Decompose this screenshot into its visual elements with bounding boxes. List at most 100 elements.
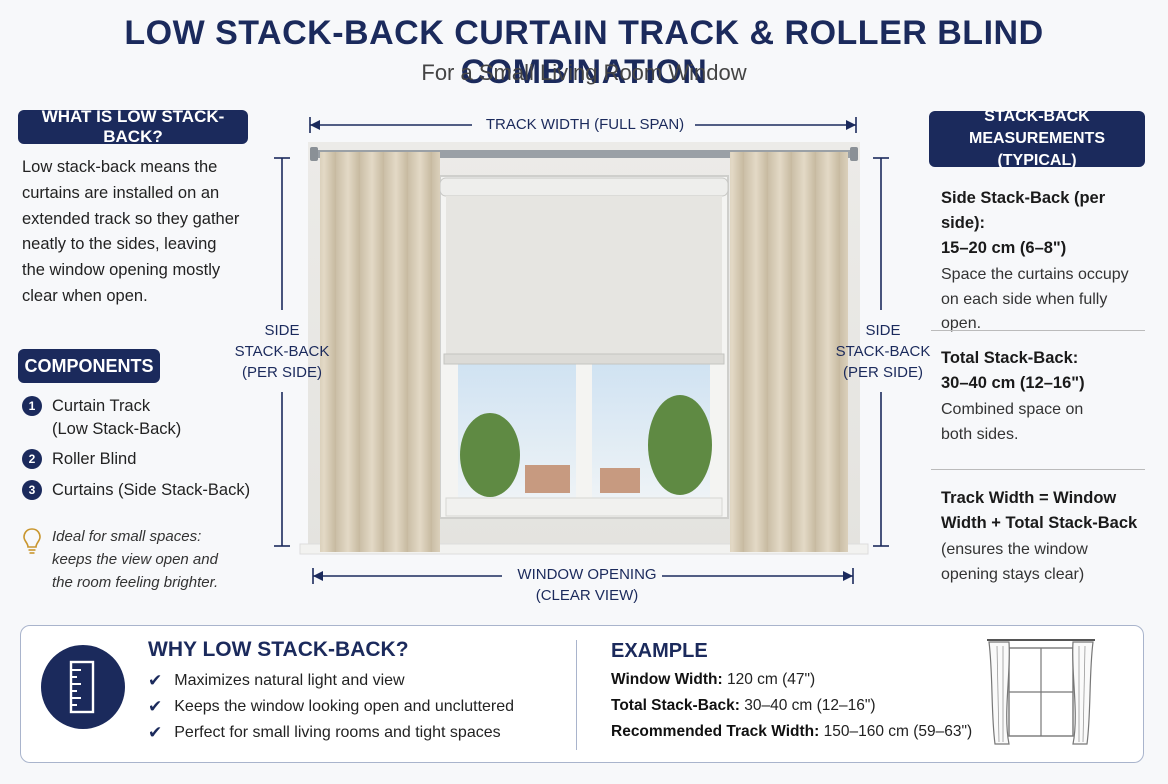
window-mullion [576, 360, 592, 498]
example-row: Total Stack-Back: 30–40 cm (12–16") [611, 697, 876, 715]
curtain-window-icon [987, 639, 1095, 745]
component-item: 2 Roller Blind [22, 448, 136, 471]
measure-heading: Track Width = Window [941, 489, 1117, 507]
desc-line: both sides. [941, 425, 1019, 443]
tree [648, 395, 712, 495]
tip-line: the room feeling brighter. [52, 574, 219, 591]
total-stackback-measure: Total Stack-Back: 30–40 cm (12–16") Comb… [941, 346, 1151, 447]
what-line: the window opening mostly [22, 261, 221, 280]
tip-text: Ideal for small spaces: keeps the view o… [52, 525, 252, 594]
example-value: 30–40 cm (12–16") [744, 697, 876, 714]
curtain-left [320, 152, 440, 552]
measure-desc: Combined space on both sides. [941, 398, 1151, 447]
why-item: ✔ Perfect for small living rooms and tig… [148, 723, 501, 743]
why-item-text: Keeps the window looking open and unclut… [174, 698, 515, 715]
check-icon: ✔ [148, 723, 163, 742]
ruler-icon [41, 645, 125, 729]
side-stackback-label-right: SIDE STACK-BACK (PER SIDE) [827, 320, 939, 383]
example-label: Recommended Track Width: [611, 723, 820, 740]
example-value: 150–160 cm (59–63") [823, 723, 973, 740]
tip-box: Ideal for small spaces: keeps the view o… [22, 525, 252, 594]
desc-line: open. [941, 315, 982, 332]
window-bottom-rail [445, 497, 723, 517]
house [600, 468, 640, 493]
example-row: Recommended Track Width: 150–160 cm (59–… [611, 723, 972, 741]
example-row: Window Width: 120 cm (47") [611, 671, 815, 689]
track-width-formula: Track Width = Window Width + Total Stack… [941, 486, 1151, 587]
desc-line: (ensures the window [941, 541, 1088, 558]
desc-line: on each side when fully [941, 290, 1108, 308]
heading-line: MEASUREMENTS (TYPICAL) [968, 130, 1105, 169]
lightbulb-icon [22, 527, 42, 594]
component-number: 1 [22, 396, 42, 416]
label-line: (CLEAR VIEW) [535, 587, 639, 604]
component-label: Roller Blind [52, 450, 137, 468]
page-title: LOW STACK-BACK CURTAIN TRACK & ROLLER BL… [124, 14, 1044, 91]
component-number: 3 [22, 480, 42, 500]
side-stackback-label-left: SIDE STACK-BACK (PER SIDE) [226, 320, 338, 383]
side-stackback-measure: Side Stack-Back (per side): 15–20 cm (6–… [941, 186, 1151, 337]
component-label: Curtain Track [52, 397, 151, 415]
why-item: ✔ Maximizes natural light and view [148, 671, 405, 691]
component-item: 3 Curtains (Side Stack-Back) [22, 479, 250, 502]
check-icon: ✔ [148, 671, 163, 690]
label-line: (PER SIDE) [241, 364, 322, 381]
blind-bottom-bar [443, 353, 725, 365]
measure-heading: Width + Total Stack-Back [941, 514, 1138, 532]
what-line: neatly to the sides, leaving [22, 235, 217, 254]
what-line: clear when open. [22, 286, 148, 305]
tip-line: keeps the view open and [52, 551, 218, 568]
stackback-measurements-heading: STACK-BACK MEASUREMENTS (TYPICAL) [929, 108, 1145, 169]
example-label: Total Stack-Back: [611, 697, 740, 714]
desc-line: Combined space on [941, 401, 1084, 418]
why-item-text: Perfect for small living rooms and tight… [174, 724, 501, 741]
desc-line: opening stays clear) [941, 565, 1085, 583]
label-line: WINDOW OPENING [517, 566, 657, 583]
track-width-label: TRACK WIDTH (FULL SPAN) [485, 116, 685, 133]
window-opening-label: WINDOW OPENING (CLEAR VIEW) [492, 564, 682, 606]
page-subtitle: For a Small Living Room Window [421, 60, 747, 85]
measure-desc: (ensures the window opening stays clear) [941, 538, 1151, 587]
curtain-track [314, 150, 854, 158]
track-end [850, 147, 858, 161]
divider [931, 469, 1145, 470]
tree [460, 413, 520, 497]
label-line: STACK-BACK [234, 343, 330, 360]
label-line: STACK-BACK [835, 343, 931, 360]
measure-desc: Space the curtains occupy on each side w… [941, 263, 1151, 337]
measure-heading: Total Stack-Back: [941, 349, 1079, 367]
bottom-panel [20, 625, 1144, 763]
check-icon: ✔ [148, 697, 163, 716]
why-item: ✔ Keeps the window looking open and uncl… [148, 697, 514, 717]
label-line: SIDE [264, 322, 300, 339]
label-line: (PER SIDE) [842, 364, 923, 381]
measure-value: 15–20 cm (6–8") [941, 239, 1067, 257]
tip-line: Ideal for small spaces: [52, 528, 202, 545]
what-line: Low stack-back means the [22, 158, 218, 176]
component-number: 2 [22, 449, 42, 469]
what-line: extended track so they gather [22, 209, 240, 228]
component-item: 1 Curtain Track (Low Stack-Back) [22, 395, 181, 441]
heading-line: STACK-BACK [984, 108, 1090, 125]
window-sill [299, 543, 869, 555]
divider [931, 330, 1145, 331]
component-label: Curtains (Side Stack-Back) [52, 481, 251, 499]
panel-divider [576, 640, 577, 750]
example-heading: EXAMPLE [611, 640, 708, 662]
curtain-right [730, 152, 848, 552]
components-heading: COMPONENTS [18, 349, 160, 383]
what-is-heading: WHAT IS LOW STACK-BACK? [18, 107, 248, 146]
desc-line: Space the curtains occupy [941, 266, 1129, 283]
what-is-text: Low stack-back means the curtains are in… [22, 155, 262, 310]
component-sublabel: (Low Stack-Back) [52, 420, 182, 438]
measure-value: 30–40 cm (12–16") [941, 374, 1085, 392]
track-end [310, 147, 318, 161]
house [525, 465, 570, 493]
measure-heading: Side Stack-Back (per side): [941, 189, 1106, 232]
example-value: 120 cm (47") [726, 671, 816, 688]
what-line: curtains are installed on an [22, 183, 220, 202]
label-line: SIDE [865, 322, 901, 339]
roller-cassette [439, 177, 729, 197]
why-heading: WHY LOW STACK-BACK? [148, 638, 409, 661]
